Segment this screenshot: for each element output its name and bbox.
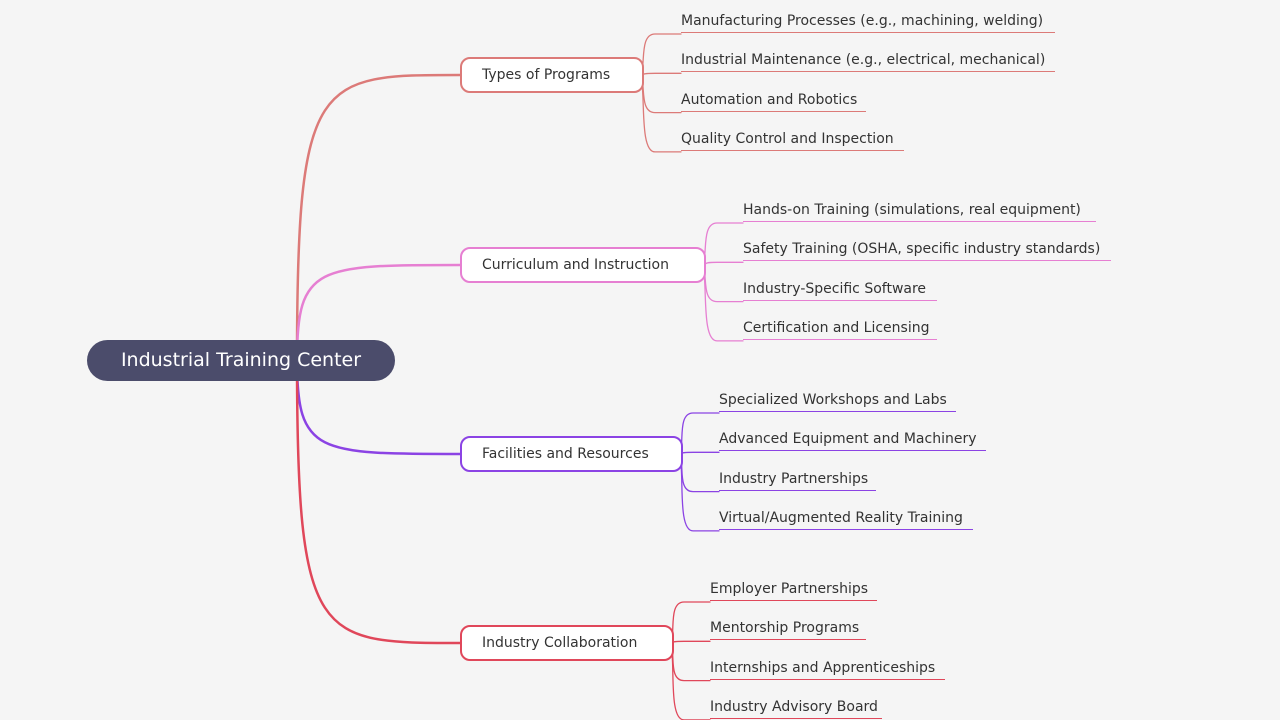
leaf-node[interactable]: Internships and Apprenticeships — [710, 657, 945, 680]
leaf-node[interactable]: Industry-Specific Software — [743, 278, 937, 301]
branch-leaf-connector — [637, 72, 682, 76]
root-branch-connector — [295, 263, 462, 362]
branch-node-industry-collaboration[interactable]: Industry Collaboration — [460, 625, 674, 661]
branch-leaf-connector — [699, 222, 744, 266]
leaf-node[interactable]: Employer Partnerships — [710, 578, 877, 601]
branch-leaf-connector — [667, 642, 711, 682]
branch-leaf-connector — [676, 453, 720, 493]
leaf-node[interactable]: Quality Control and Inspection — [681, 128, 904, 151]
branch-node-facilities-and-resources[interactable]: Facilities and Resources — [460, 436, 683, 472]
branch-leaf-connector — [637, 74, 682, 114]
leaf-node[interactable]: Safety Training (OSHA, specific industry… — [743, 238, 1111, 262]
branch-node-types-of-programs[interactable]: Types of Programs — [460, 57, 644, 93]
branch-leaf-connector — [676, 451, 720, 455]
branch-leaf-connector — [667, 642, 711, 720]
branch-leaf-connector — [676, 412, 720, 455]
leaf-node[interactable]: Industry Advisory Board — [710, 696, 882, 719]
branch-leaf-connector — [699, 261, 744, 266]
root-branch-connector — [295, 358, 462, 645]
leaf-node[interactable]: Hands-on Training (simulations, real equ… — [743, 199, 1096, 222]
leaf-node[interactable]: Automation and Robotics — [681, 89, 866, 112]
leaf-node[interactable]: Specialized Workshops and Labs — [719, 389, 956, 412]
leaf-node[interactable]: Manufacturing Processes (e.g., machining… — [681, 10, 1055, 33]
leaf-node[interactable]: Advanced Equipment and Machinery — [719, 428, 986, 452]
branch-leaf-connector — [637, 74, 682, 153]
leaf-node[interactable]: Industry Partnerships — [719, 468, 876, 491]
branch-leaf-connector — [699, 264, 744, 303]
root-node[interactable]: Industrial Training Center — [87, 340, 395, 381]
root-branch-connector — [295, 73, 462, 362]
branch-leaf-connector — [637, 33, 682, 76]
branch-leaf-connector — [699, 264, 744, 342]
branch-leaf-connector — [667, 640, 711, 644]
leaf-node[interactable]: Mentorship Programs — [710, 617, 866, 641]
branch-leaf-connector — [667, 601, 711, 644]
branch-node-curriculum-and-instruction[interactable]: Curriculum and Instruction — [460, 247, 706, 283]
branch-leaf-connector — [676, 453, 720, 532]
leaf-node[interactable]: Virtual/Augmented Reality Training — [719, 507, 973, 530]
leaf-node[interactable]: Industrial Maintenance (e.g., electrical… — [681, 49, 1055, 73]
leaf-node[interactable]: Certification and Licensing — [743, 317, 937, 340]
